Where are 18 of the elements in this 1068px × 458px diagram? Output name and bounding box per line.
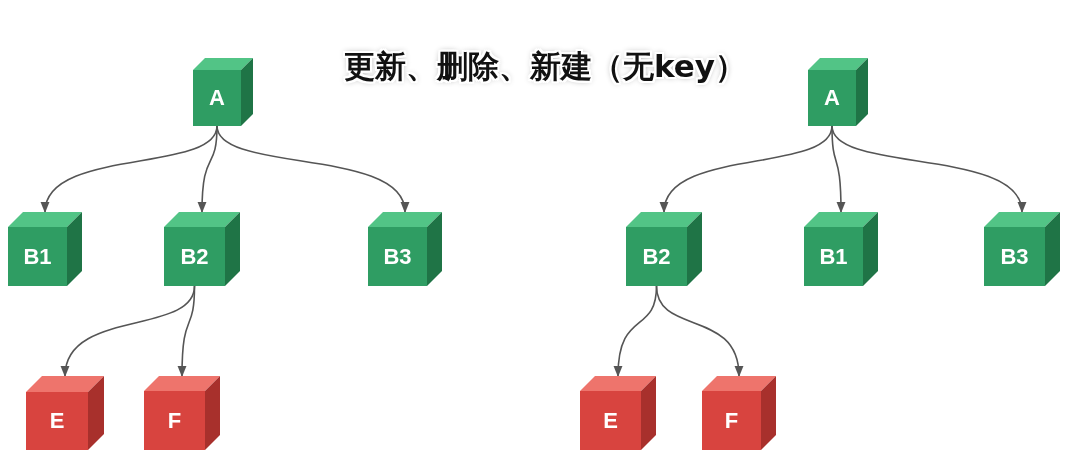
node-label: B1 [22,245,53,268]
arrow [62,285,196,378]
arrow [177,285,196,378]
node-label: E [602,409,619,432]
node-label: F [723,409,740,432]
node-label: A [208,87,226,109]
node-label: A [823,87,841,109]
node-label: B2 [641,245,672,268]
arrow [216,125,407,214]
node-label: B1 [818,245,849,268]
arrow [655,285,743,378]
node-label: F [166,409,183,432]
arrow [831,125,1024,214]
node-label: B3 [999,245,1030,268]
node-label: E [48,410,66,432]
node-label: B3 [382,245,413,268]
title: 更新、删除、新建（无key） [343,47,747,86]
node-label: B2 [179,245,210,268]
